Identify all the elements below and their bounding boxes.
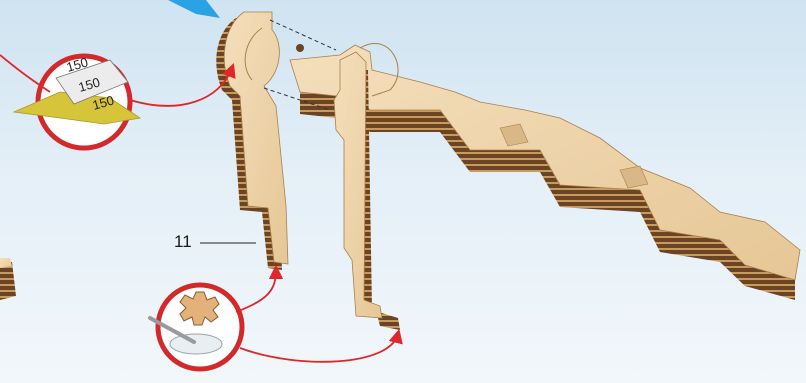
part-11-piece [216, 12, 288, 270]
part-number-label: 11 [174, 232, 192, 252]
sandpaper-icon: 150 150 150 [14, 54, 140, 148]
blue-arrow-icon [168, 0, 220, 18]
edge-block [0, 258, 16, 300]
glue-gear-icon [150, 285, 242, 369]
